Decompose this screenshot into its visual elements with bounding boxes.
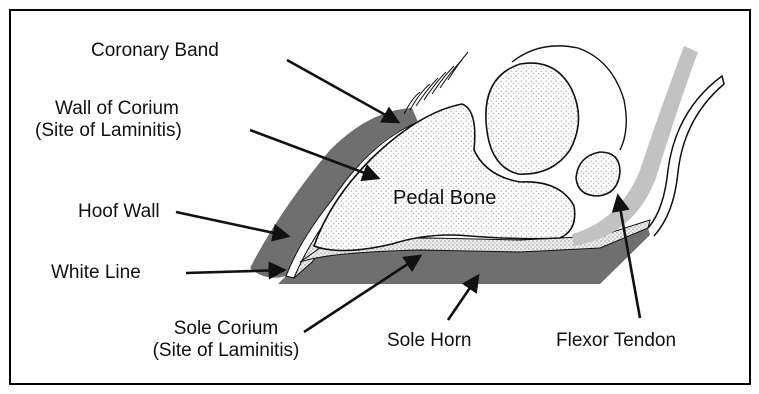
label-flexor-tendon: Flexor Tendon <box>556 330 676 352</box>
flexor-tendon-shape <box>572 46 698 246</box>
sesamoid-bone-shape <box>576 152 620 196</box>
label-pedal-bone: Pedal Bone <box>393 187 496 209</box>
label-hoof-wall: Hoof Wall <box>78 201 160 223</box>
arrow-coronary-band <box>287 60 398 122</box>
label-coronary-band: Coronary Band <box>91 40 219 62</box>
label-sole-corium-line2: (Site of Laminitis) <box>126 340 326 362</box>
arrow-hoof-wall <box>176 212 288 236</box>
label-wall-of-corium-line1: Wall of Corium <box>53 98 182 120</box>
label-wall-of-corium-line2: (Site of Laminitis) <box>35 120 182 142</box>
navicular-bone-shape <box>486 63 579 174</box>
label-sole-horn: Sole Horn <box>387 330 472 352</box>
label-wall-of-corium: Wall of Corium (Site of Laminitis) <box>53 98 182 142</box>
label-sole-corium: Sole Corium (Site of Laminitis) <box>126 318 326 362</box>
label-sole-corium-line1: Sole Corium <box>126 318 326 340</box>
label-white-line: White Line <box>51 262 141 284</box>
